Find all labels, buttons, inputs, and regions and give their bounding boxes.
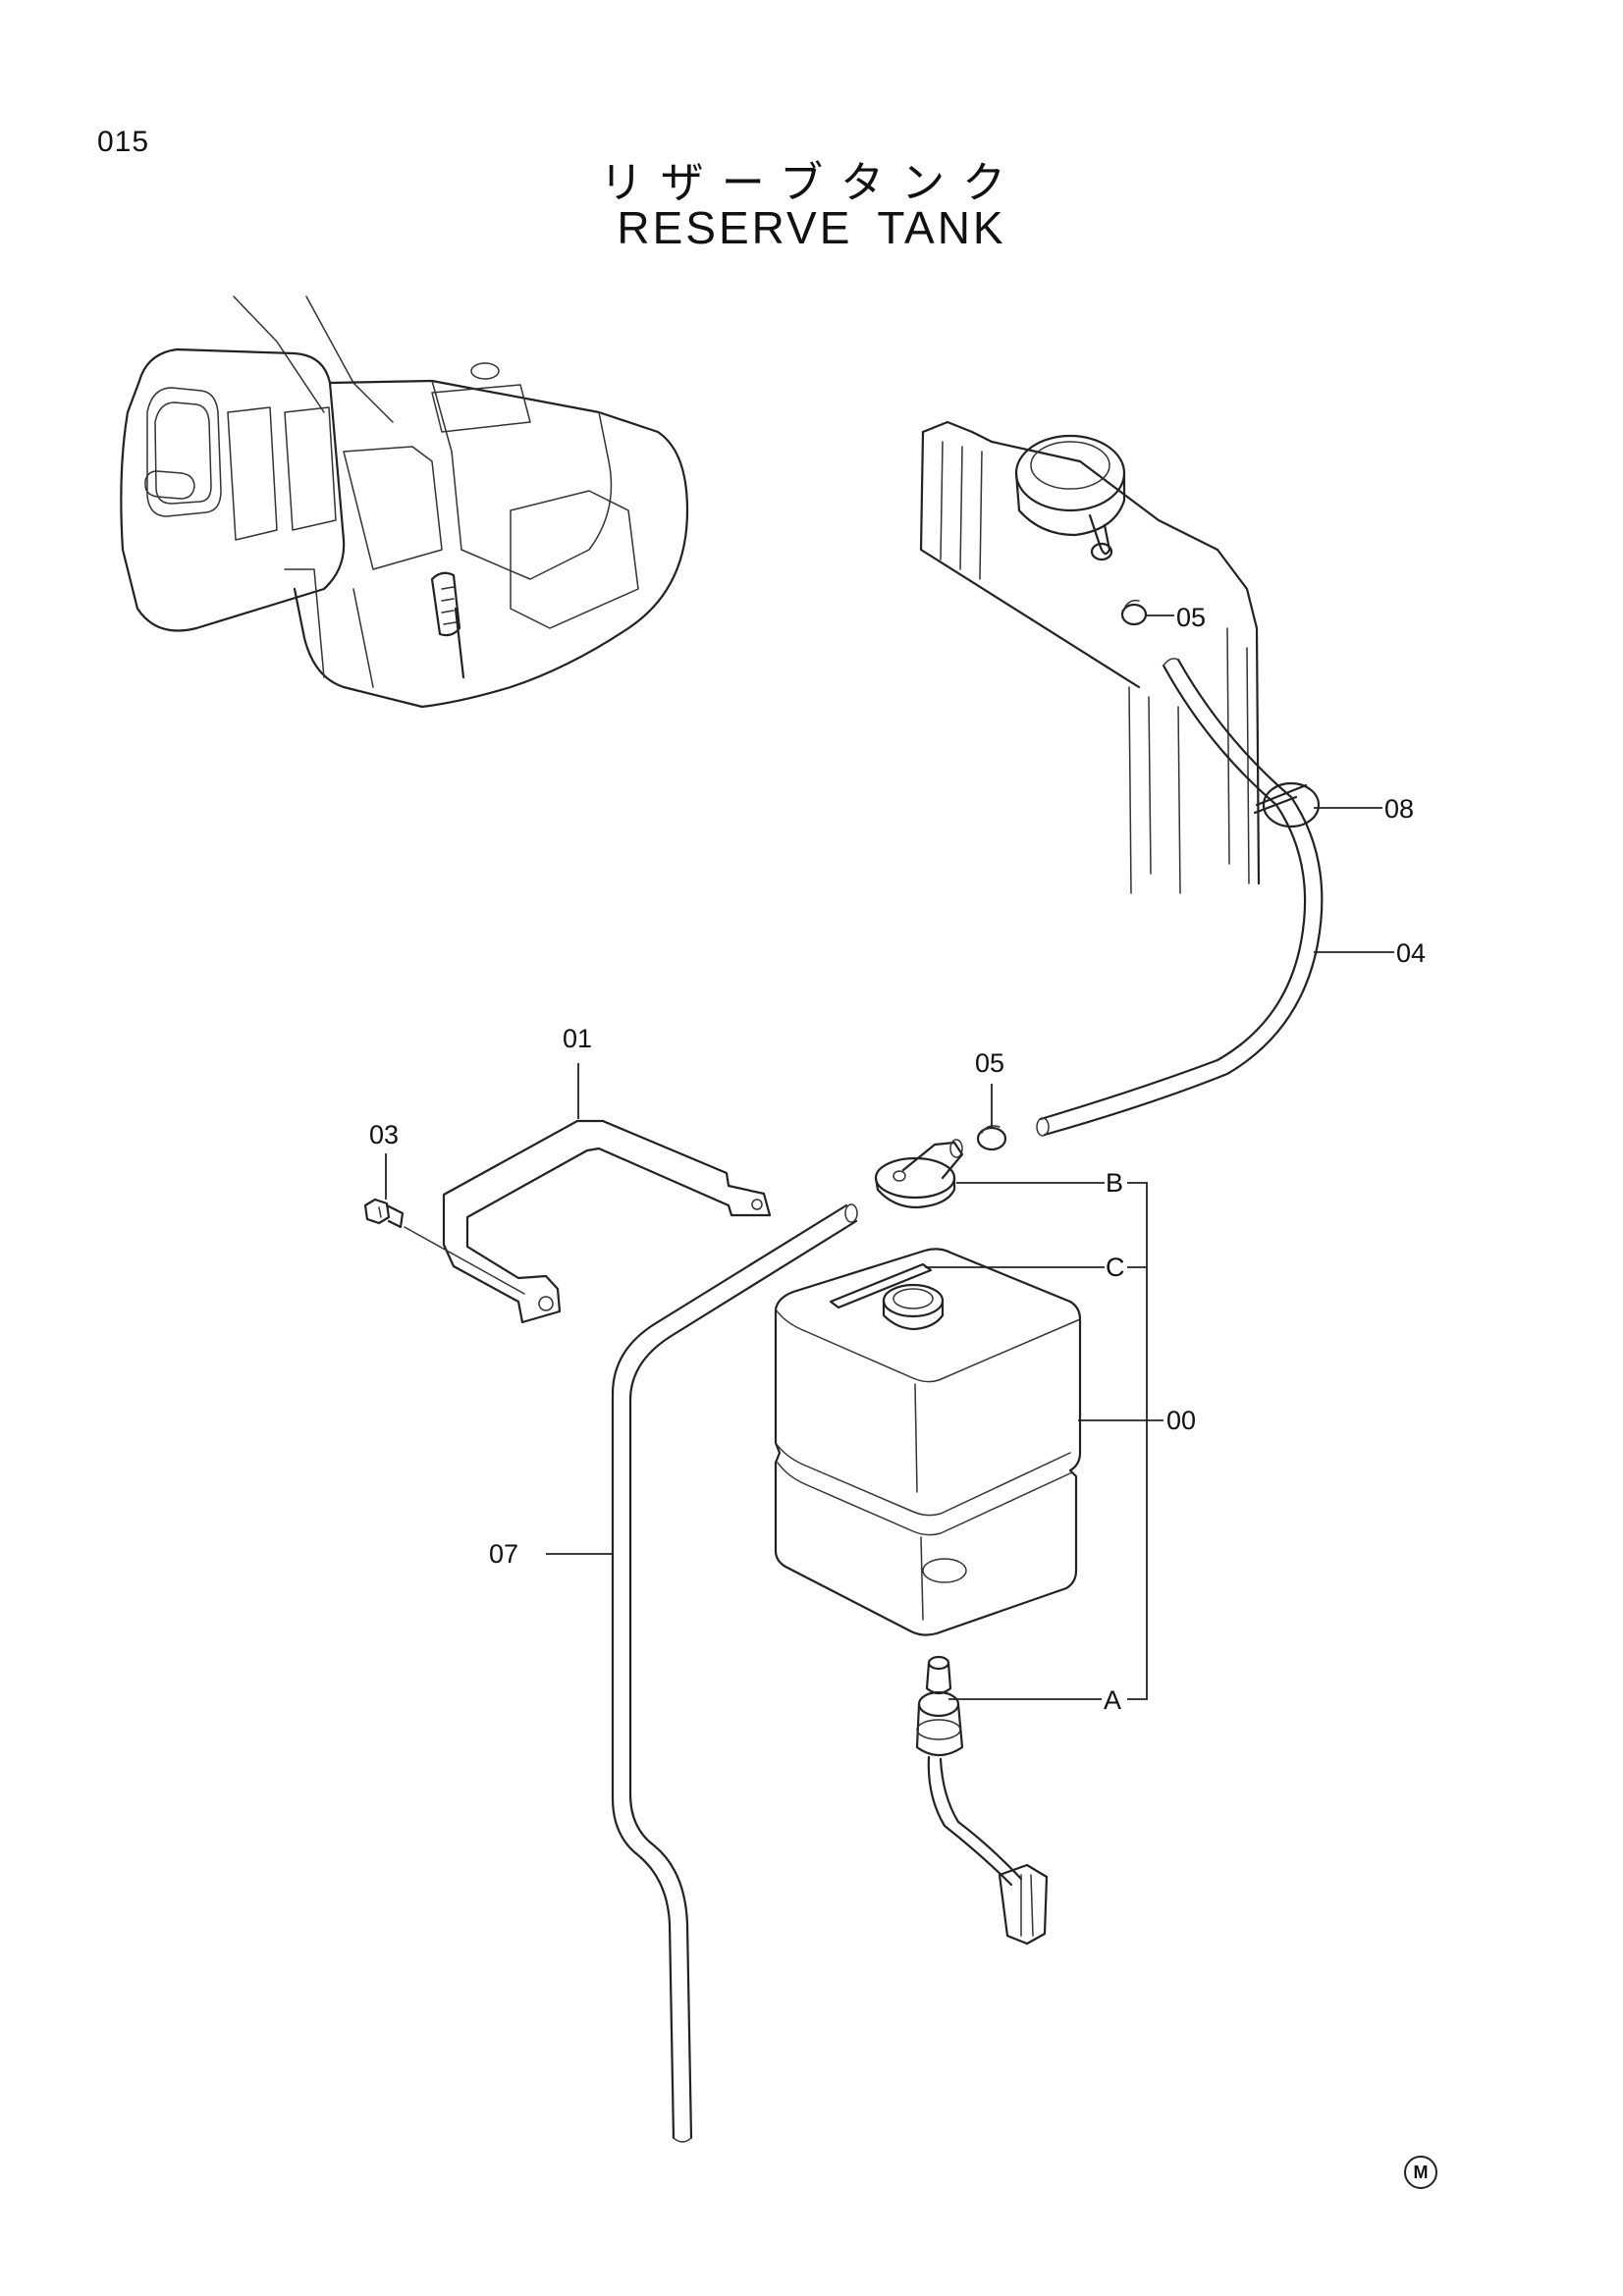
callout-08: 08 xyxy=(1384,794,1414,824)
callout-labels: 05 08 04 01 05 03 B C 00 07 A xyxy=(369,603,1426,1715)
circled-m-mark: M xyxy=(1404,2156,1437,2189)
callout-05-mid: 05 xyxy=(975,1048,1004,1078)
bolt-03 xyxy=(363,1198,525,1295)
callout-c: C xyxy=(1106,1253,1125,1282)
leader-lines xyxy=(385,614,1394,1700)
radiator-assembly xyxy=(919,420,1261,894)
callout-a: A xyxy=(1104,1685,1121,1715)
excavator-overview xyxy=(120,295,689,709)
hose-04 xyxy=(1036,658,1324,1137)
callout-03: 03 xyxy=(369,1120,399,1149)
reserve-tank-00 xyxy=(774,1248,1082,1636)
page-number: 015 xyxy=(97,126,150,158)
level-switch-a xyxy=(915,1655,1049,1946)
cap-b xyxy=(874,1125,1007,1209)
bracket-01 xyxy=(442,1119,772,1324)
callout-05-top: 05 xyxy=(1176,603,1206,632)
callout-04: 04 xyxy=(1396,938,1426,968)
hose-07 xyxy=(611,1203,858,2143)
title-japanese: リザーブタンク xyxy=(599,158,1024,208)
title-english: RESERVE TANK xyxy=(617,202,1006,253)
callout-00: 00 xyxy=(1166,1406,1196,1435)
callout-b: B xyxy=(1106,1168,1123,1198)
callout-07: 07 xyxy=(489,1539,518,1569)
band-08 xyxy=(1253,781,1321,828)
callout-01: 01 xyxy=(563,1024,592,1053)
